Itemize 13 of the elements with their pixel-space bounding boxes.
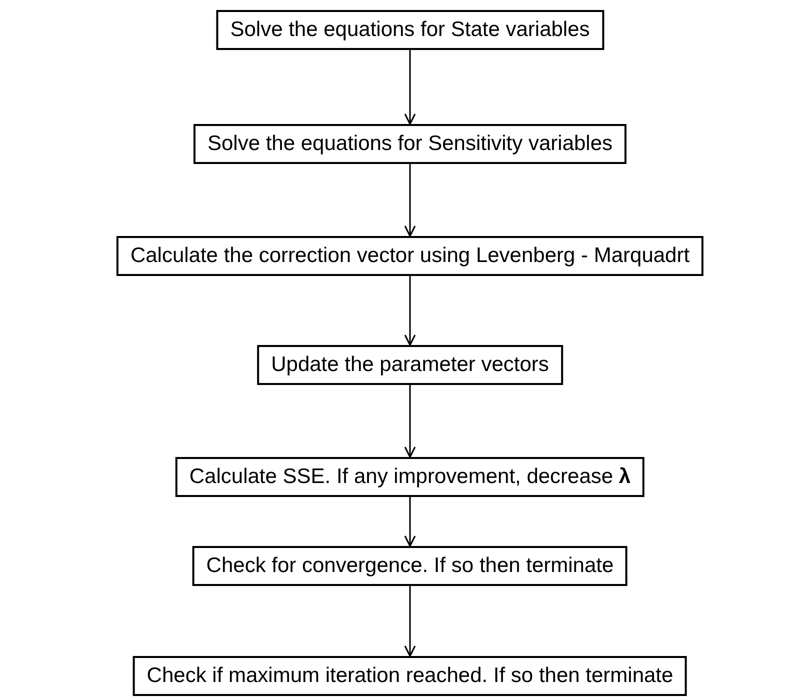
arrow	[404, 164, 416, 237]
process-box: Calculate the correction vector using Levenberg - Marquadrt	[116, 236, 704, 276]
process-box: Calculate SSE. If any improvement, decrease λ	[175, 457, 645, 497]
arrow	[404, 385, 416, 458]
arrow	[404, 50, 416, 125]
process-box: Solve the equations for Sensitivity variables	[193, 124, 627, 164]
process-box: Check for convergence. If so then terminate	[192, 546, 628, 586]
arrow	[404, 276, 416, 346]
arrow	[404, 586, 416, 657]
process-box: Check if maximum iteration reached. If so then terminate	[132, 656, 688, 696]
arrow	[404, 497, 416, 547]
process-box: Update the parameter vectors	[257, 345, 563, 385]
process-box: Solve the equations for State variables	[216, 10, 604, 50]
